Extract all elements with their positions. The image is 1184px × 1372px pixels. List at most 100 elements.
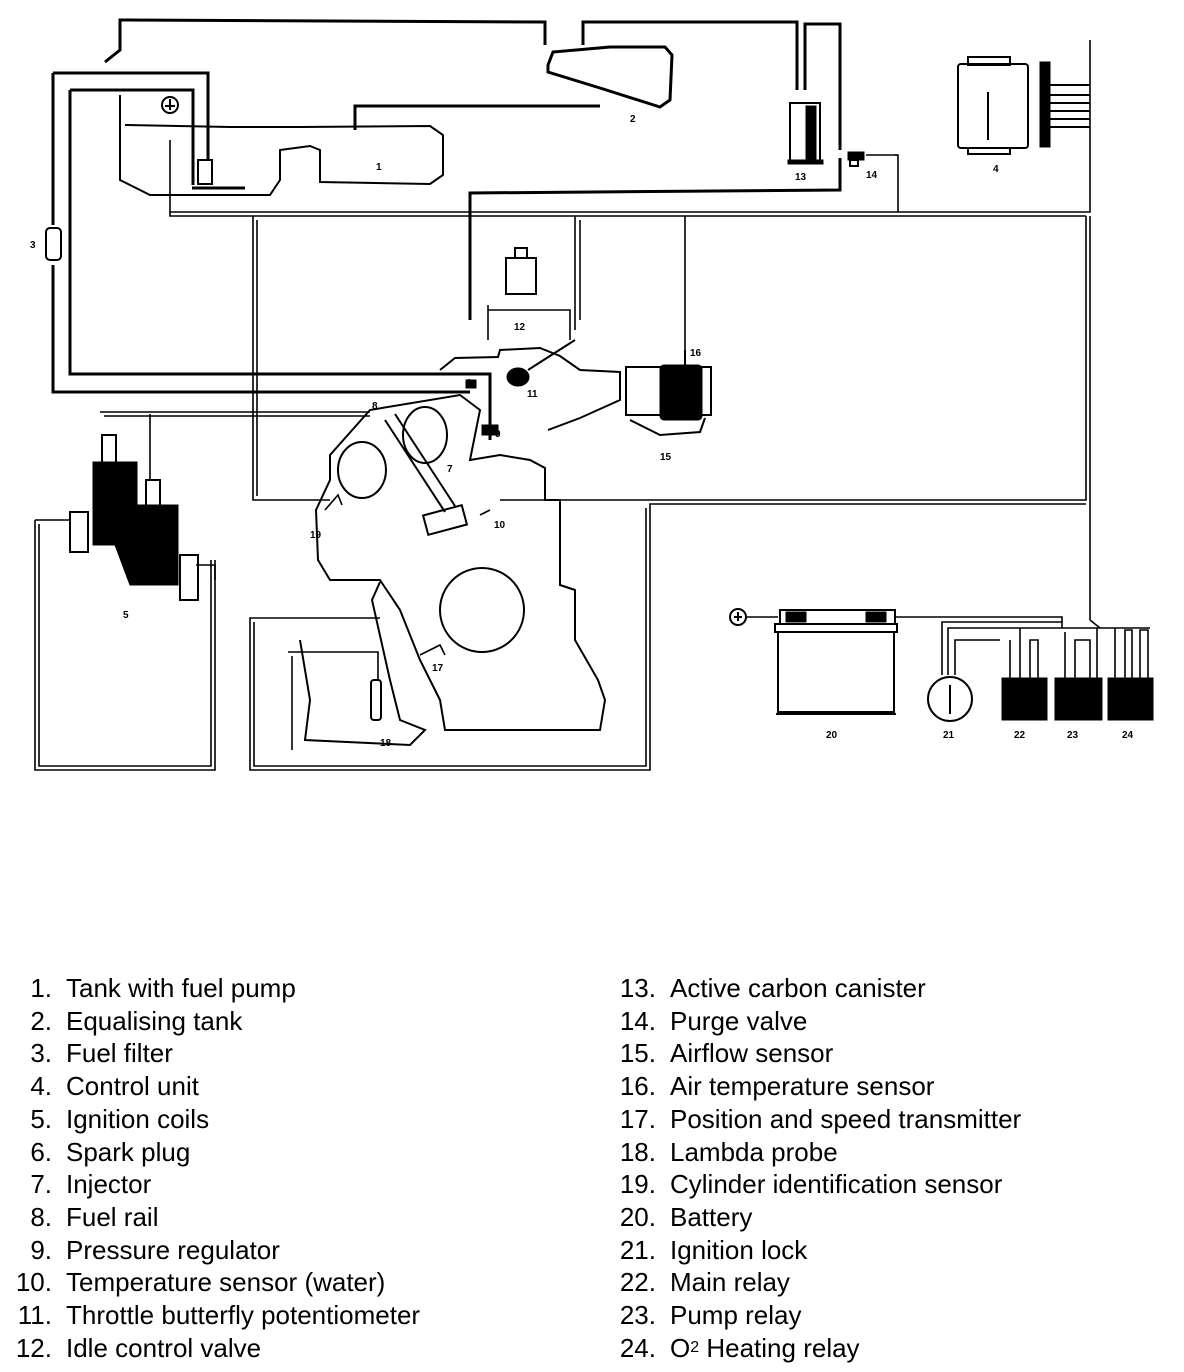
callout-1: 1 [376, 162, 382, 173]
legend-item-number: 9. [30, 1234, 52, 1265]
legend-item-label: Fuel rail [66, 1201, 159, 1232]
callout-17: 17 [432, 663, 444, 674]
ignition-lock [927, 621, 1100, 722]
legend-item: 5.Ignition coils [0, 1103, 420, 1136]
legend-item-number: 8. [30, 1201, 52, 1232]
callout-6: 6 [466, 378, 472, 389]
callout-3: 3 [30, 240, 36, 251]
legend-item: 15. Airflow sensor [600, 1037, 1021, 1070]
callout-4: 4 [993, 164, 999, 175]
legend-item-number: 13. [619, 973, 656, 1003]
legend-item-label: Pressure regulator [66, 1234, 280, 1265]
throttle-body [439, 339, 621, 431]
legend-item-label: Cylinder identification sensor [670, 1169, 1003, 1200]
legend-item-label: Idle control valve [66, 1332, 262, 1363]
legend-item-number: 7. [30, 1169, 52, 1200]
callout-23: 23 [1067, 730, 1079, 741]
legend-item-label: O [670, 1332, 691, 1363]
legend-item-label: Active carbon canister [670, 973, 926, 1003]
legend-item-number: 24. [619, 1332, 656, 1363]
callout-labels: 1 2 3 4 5 6 7 8 9 10 11 12 13 14 14 15 1… [30, 114, 1134, 749]
legend-item-number: 21. [619, 1234, 656, 1265]
airflow-sensor [625, 350, 712, 437]
legend-item-number: 15. [619, 1038, 656, 1069]
fuel-tank [119, 95, 444, 196]
legend-item-number: 6. [30, 1136, 52, 1167]
legend-item-label: Equalising tank [66, 1005, 243, 1036]
legend-item-label: Airflow sensor [670, 1038, 834, 1069]
legend-item-label-suffix: Heating relay [699, 1332, 860, 1363]
legend-item: 20. Battery [600, 1201, 1021, 1234]
idle-control-valve [505, 247, 537, 295]
callout-8: 8 [372, 401, 378, 412]
control-unit [957, 56, 1090, 155]
legend-item: 17. Position and speed transmitter [600, 1103, 1021, 1136]
legend-item: 18. Lambda probe [600, 1136, 1021, 1169]
legend-item-number: 14. [619, 1005, 656, 1036]
callout-19: 19 [310, 530, 322, 541]
callout-9: 9 [495, 429, 501, 440]
legend-item: 8. Fuel rail [0, 1201, 420, 1234]
legend-item-number: 2. [30, 1005, 52, 1036]
callout-15: 15 [660, 452, 672, 463]
legend-item-label: Control unit [66, 1071, 199, 1102]
legend-item-label: Temperature sensor (water) [66, 1267, 386, 1298]
engine [299, 379, 607, 747]
legend-item-label: Air temperature sensor [670, 1071, 935, 1102]
legend-item: 13. Active carbon canister [600, 972, 1021, 1005]
callout-7: 7 [447, 464, 453, 475]
callout-24: 24 [1122, 730, 1134, 741]
callout-11: 11 [527, 389, 538, 400]
legend-item-number: 18. [619, 1136, 656, 1167]
legend-item-subscript: 2 [690, 1338, 700, 1356]
legend-item-label: Main relay [670, 1267, 790, 1298]
legend-item-number: 12. [15, 1332, 52, 1363]
legend-item: 19. Cylinder identification sensor [600, 1168, 1021, 1201]
legend-item-number: 5. [30, 1103, 52, 1134]
callout-14b: 14 [866, 170, 878, 181]
legend-item-number: 19. [619, 1169, 656, 1200]
legend-item-label: Position and speed transmitter [670, 1103, 1022, 1134]
callout-12: 12 [514, 322, 526, 333]
callout-22: 22 [1014, 730, 1026, 741]
legend-item: 10.Temperature sensor (water) [0, 1266, 420, 1299]
legend-item: 14. Purge valve [600, 1005, 1021, 1038]
legend-item-number: 11. [17, 1300, 52, 1331]
callout-10: 10 [494, 520, 506, 531]
legend-item: 11.Throttle butterfly potentiometer [0, 1299, 420, 1332]
legend-item-label: Battery [670, 1201, 753, 1232]
equalising-tank [546, 45, 674, 109]
callout-20: 20 [826, 730, 838, 741]
fuel-filter [45, 227, 62, 261]
callout-5: 5 [123, 610, 129, 621]
legend-item-label: Ignition lock [670, 1234, 808, 1265]
legend-item-label: Fuel filter [66, 1038, 173, 1069]
fuel-lines [34, 18, 1091, 771]
legend-item-label: Purge valve [670, 1005, 808, 1036]
legend-item-label: Lambda probe [670, 1136, 838, 1167]
purge-valve [847, 151, 897, 167]
legend-item-number: 17. [619, 1103, 656, 1134]
legend-item: 21. Ignition lock [600, 1234, 1021, 1267]
legend-item: 6. Spark plug [0, 1136, 420, 1169]
legend-item-number: 23. [619, 1300, 656, 1331]
legend-item: 23.Pump relay [600, 1299, 1021, 1332]
ignition-coils [69, 434, 216, 601]
legend-item: 12. Idle control valve [0, 1332, 420, 1365]
legend-item: 7.Injector [0, 1168, 420, 1201]
callout-2: 2 [630, 114, 636, 125]
legend-item-label: Tank with fuel pump [66, 973, 296, 1003]
legend-item: 4. Control unit [0, 1070, 420, 1103]
legend-item: 22.Main relay [600, 1266, 1021, 1299]
legend-item-number: 20. [619, 1201, 656, 1232]
legend-item-number: 4. [30, 1071, 52, 1102]
legend-item: 9. Pressure regulator [0, 1234, 420, 1267]
callout-13: 13 [795, 172, 807, 183]
legend-item: 16.Air temperature sensor [600, 1070, 1021, 1103]
legend-item-label: Spark plug [66, 1136, 191, 1167]
callout-16: 16 [690, 348, 702, 359]
engine-system-diagram: 1 2 3 4 5 6 7 8 9 10 11 12 13 14 14 15 1… [30, 18, 1154, 771]
